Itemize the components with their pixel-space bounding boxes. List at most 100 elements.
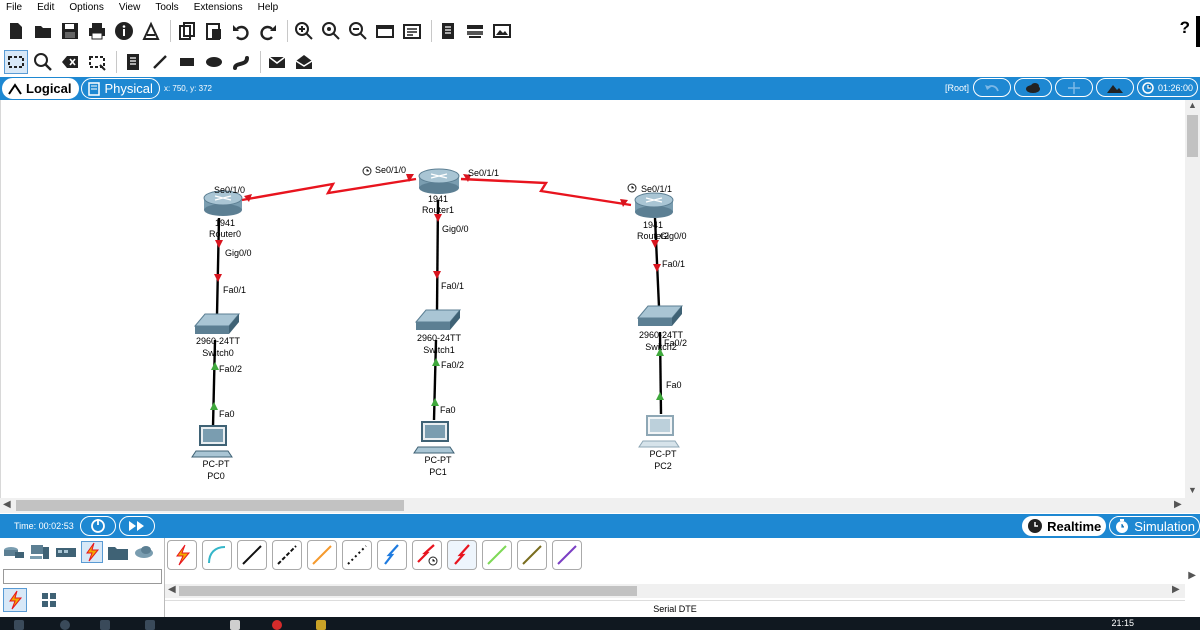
task-view-icon[interactable] [100,620,110,630]
delete-icon[interactable] [58,50,82,74]
router0-name[interactable]: Router0 [208,229,242,239]
custom-device-icon[interactable] [400,19,424,43]
tab-logical[interactable]: Logical [2,78,79,99]
zoom-out-icon[interactable] [346,19,370,43]
move-object-button[interactable] [1054,78,1093,97]
pc1-icon[interactable] [413,421,455,454]
workspace-horizontal-scrollbar[interactable]: ◀ ▶ [0,498,1200,513]
rectangle-icon[interactable] [175,50,199,74]
router0-icon[interactable] [203,190,243,216]
root-breadcrumb[interactable]: [Root] [944,82,969,93]
phone-icon[interactable] [342,540,372,570]
link-switch1-pc1[interactable] [432,339,438,421]
copper-straight-icon[interactable] [237,540,267,570]
coaxial-icon[interactable] [377,540,407,570]
workspace-vertical-scrollbar[interactable]: ▲ ▼ [1185,100,1200,498]
fiber-icon[interactable] [307,540,337,570]
switch0-icon[interactable] [193,313,241,334]
menu-help[interactable]: Help [257,2,279,13]
resize-icon[interactable] [85,50,109,74]
drawing-palette-icon[interactable] [373,19,397,43]
print-icon[interactable] [85,19,109,43]
console-icon[interactable] [202,540,232,570]
router2-name[interactable]: Router2 [636,231,670,241]
undo-icon[interactable] [229,19,253,43]
tab-realtime[interactable]: Realtime [1022,516,1107,536]
browser-icon[interactable] [230,620,240,630]
connection-list-scrollbar[interactable]: ◀ ▶ [165,584,1185,598]
connection-scroll-thumb[interactable] [179,586,637,596]
simple-pdu-icon[interactable] [265,50,289,74]
link-router0-switch0[interactable] [215,217,221,316]
ellipse-icon[interactable] [202,50,226,74]
menu-options[interactable]: Options [69,2,104,13]
scroll-down-icon[interactable]: ▼ [1188,485,1197,495]
usb-icon[interactable] [552,540,582,570]
serial-link-router1-router2[interactable] [460,177,632,207]
pc0-icon[interactable] [191,425,233,458]
app-icon[interactable] [145,620,155,630]
connections-icon[interactable] [81,541,103,563]
vertical-scroll-thumb[interactable] [1187,115,1198,157]
link-router2-switch2[interactable] [653,217,661,308]
line-icon[interactable] [148,50,172,74]
search-icon[interactable] [60,620,70,630]
scroll-left-icon[interactable]: ◀ [168,584,176,595]
iot-custom-icon[interactable] [517,540,547,570]
tab-physical[interactable]: Physical [80,78,160,99]
zoom-reset-icon[interactable] [319,19,343,43]
automatic-icon[interactable] [167,540,197,570]
link-switch2-pc2[interactable] [658,331,663,415]
menu-view[interactable]: View [118,2,141,13]
switch1-name[interactable]: Switch1 [423,345,455,355]
components-icon[interactable] [55,541,77,563]
router1-icon[interactable] [418,168,460,194]
scroll-left-icon[interactable]: ◀ [3,499,11,510]
pc0-name[interactable]: PC0 [207,471,225,481]
freeform-icon[interactable] [229,50,253,74]
menu-extensions[interactable]: Extensions [193,2,243,13]
info-icon[interactable] [112,19,136,43]
multiuser-icon[interactable] [133,541,155,563]
back-button[interactable] [972,78,1011,97]
packet-tracer-taskbar-icon[interactable] [316,620,326,630]
scroll-right-icon[interactable]: ▶ [1174,499,1182,510]
pc2-name[interactable]: PC2 [654,461,672,471]
horizontal-scroll-thumb[interactable] [16,500,404,511]
pc2-icon[interactable] [638,415,680,448]
save-icon[interactable] [58,19,82,43]
help-button[interactable]: ? [1179,18,1190,37]
network-devices-icon[interactable] [3,541,25,563]
device-template-icon[interactable] [463,19,487,43]
new-icon[interactable] [4,19,28,43]
switch0-name[interactable]: Switch0 [202,348,234,358]
scroll-up-icon[interactable]: ▲ [1188,100,1197,110]
menu-file[interactable]: File [6,2,23,13]
menu-edit[interactable]: Edit [37,2,55,13]
router2-icon[interactable] [634,192,674,218]
logical-workspace[interactable]: Se0/1/0 Se0/1/0 Se0/1/1 Se0/1/1 Gig0/0 G… [0,100,1185,498]
select-icon[interactable] [4,50,28,74]
viewport-icon[interactable] [490,19,514,43]
wizard-icon[interactable] [139,19,163,43]
set-background-button[interactable] [1095,78,1134,97]
redo-icon[interactable] [256,19,280,43]
start-icon[interactable] [14,620,24,630]
scroll-right-icon[interactable]: ▶ [1172,584,1180,595]
inspect-icon[interactable] [31,50,55,74]
device-search-field[interactable] [3,569,162,584]
notes-icon[interactable] [436,19,460,43]
pc1-name[interactable]: PC1 [429,467,447,477]
copy-icon[interactable] [175,19,199,43]
serial-dte-icon[interactable] [447,540,477,570]
router1-name[interactable]: Router1 [421,205,455,215]
open-icon[interactable] [31,19,55,43]
tab-simulation[interactable]: Simulation [1109,516,1200,536]
switch2-name[interactable]: Switch2 [645,342,677,352]
copper-cross-icon[interactable] [272,540,302,570]
power-cycle-button[interactable] [79,516,116,536]
menu-tools[interactable]: Tools [155,2,179,13]
serial-link-router0-router1[interactable] [241,177,417,202]
fast-forward-button[interactable] [118,516,155,536]
paste-icon[interactable] [202,19,226,43]
